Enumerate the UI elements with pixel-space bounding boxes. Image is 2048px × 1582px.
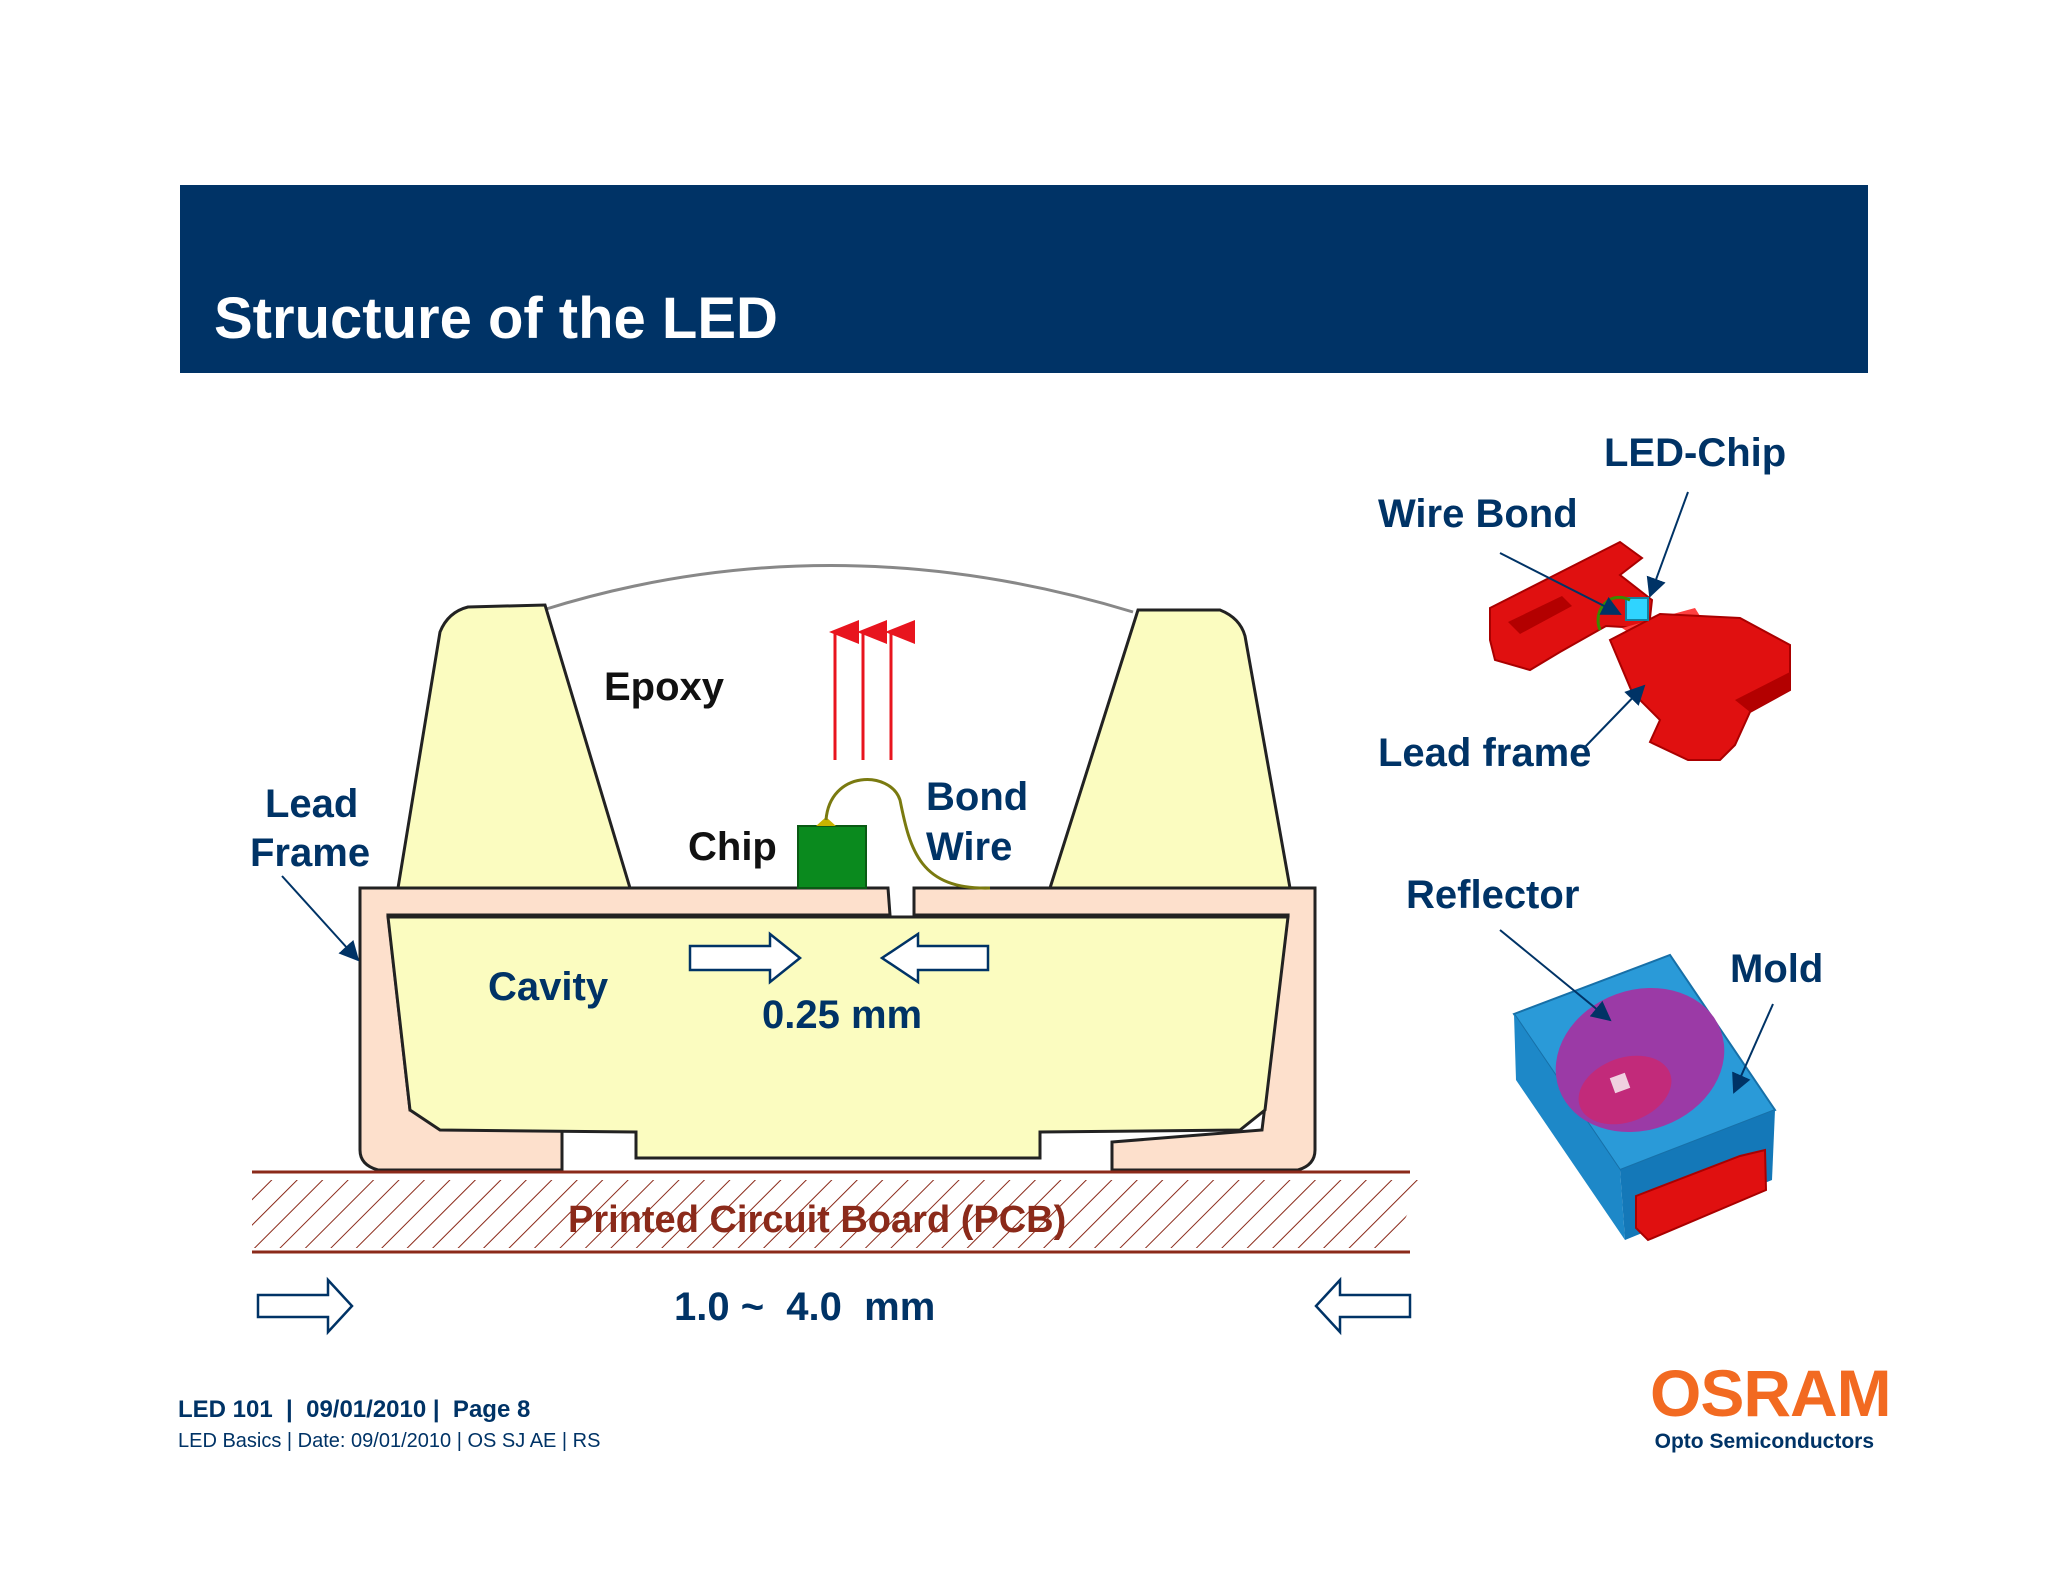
package-3d-view xyxy=(1512,953,1777,1242)
gap-label: 0.25 mm xyxy=(762,993,922,1037)
chip-bond-pad xyxy=(816,817,836,826)
wire-bond-pointer xyxy=(1499,552,1622,615)
lead-frame-3d-right-edge xyxy=(1735,672,1790,712)
pcb-label: Printed Circuit Board (PCB) xyxy=(568,1199,1066,1241)
led-chip-3d xyxy=(1625,597,1649,621)
cavity-label: Cavity xyxy=(488,965,609,1009)
package-lead-front xyxy=(1635,1148,1768,1242)
width-arrow-left xyxy=(1314,1276,1412,1336)
reflector-left xyxy=(396,603,633,890)
wire-bond-label: Wire Bond xyxy=(1378,492,1578,536)
reflector-label: Reflector xyxy=(1406,873,1579,917)
lead-frame-right xyxy=(912,886,1317,1172)
brand-logo: OSRAM Opto Semiconductors xyxy=(1650,1356,1892,1454)
mold-left-face xyxy=(1514,1014,1625,1240)
lead-frame-label-2: Frame xyxy=(250,831,370,875)
epoxy-dome xyxy=(542,564,1134,614)
chip-label: Chip xyxy=(688,825,777,869)
footer-meta: LED 101 | 09/01/2010 | Page 8 xyxy=(178,1396,531,1423)
lead-frame-pointer xyxy=(281,875,360,962)
reflector-pointer xyxy=(1499,929,1612,1022)
reflector-right xyxy=(1047,608,1292,890)
mold-pointer xyxy=(1732,1003,1774,1094)
lead-frame-3d-view xyxy=(1489,540,1791,761)
lead-frame-3d-pointer xyxy=(1583,684,1646,749)
mold-label: Mold xyxy=(1730,947,1823,991)
led-chip-label: LED-Chip xyxy=(1604,431,1786,475)
lead-frame-3d-label: Lead frame xyxy=(1378,731,1591,775)
led-chip-pointer xyxy=(1646,491,1689,598)
epoxy-label: Epoxy xyxy=(604,665,725,709)
lead-frame-left xyxy=(358,886,892,1172)
bond-wire-label-2: Wire xyxy=(926,825,1012,869)
lead-frame-3d-left-slot xyxy=(1508,596,1572,634)
brand-name: OSRAM xyxy=(1650,1356,1892,1430)
width-arrow-right xyxy=(256,1276,354,1336)
width-label: 1.0 ~ 4.0 mm xyxy=(674,1285,935,1329)
gap-arrow-right xyxy=(688,931,803,985)
lead-frame-label-1: Lead xyxy=(265,782,358,826)
brand-subtitle: Opto Semiconductors xyxy=(1654,1430,1874,1453)
cavity-body xyxy=(386,915,1290,1160)
page-title: Structure of the LED xyxy=(214,286,778,351)
chip xyxy=(797,825,867,889)
lead-frame-3d-right xyxy=(1608,612,1791,761)
package-chip xyxy=(1609,1072,1631,1094)
gap-arrow-left xyxy=(879,931,990,985)
footer-info: LED Basics | Date: 09/01/2010 | OS SJ AE… xyxy=(178,1430,601,1452)
pcb-hatch xyxy=(252,1180,1425,1248)
title-bar: Structure of the LED xyxy=(180,185,1868,373)
bond-wire xyxy=(824,778,991,890)
bond-wire-label-1: Bond xyxy=(926,775,1028,819)
reflector-cavity-floor xyxy=(1578,1055,1672,1125)
